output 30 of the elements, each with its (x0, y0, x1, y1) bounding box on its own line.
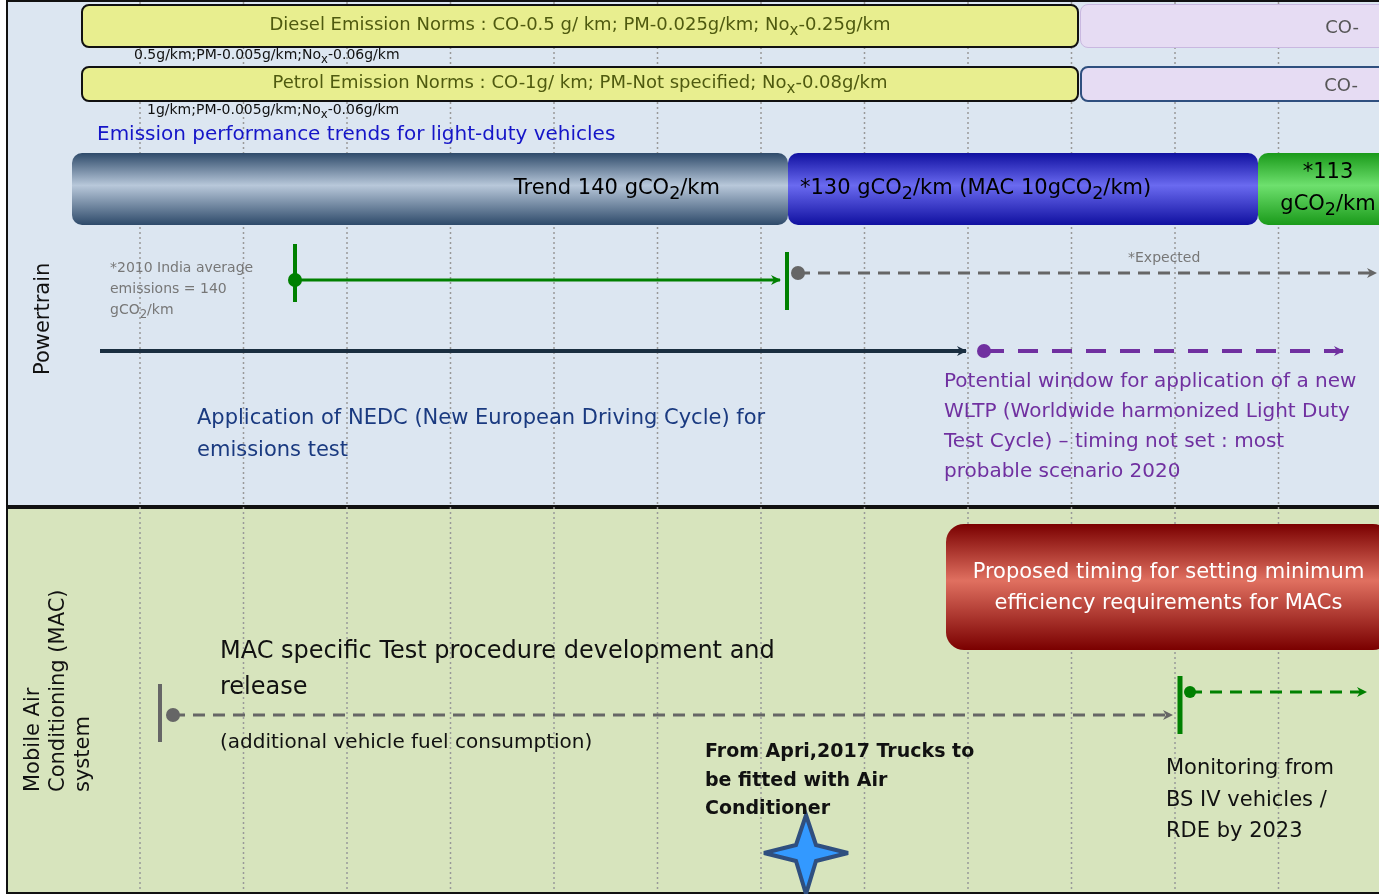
trend-value: *113 gCO$_{2}$/km (1279, 158, 1377, 221)
norms-box (81, 4, 1079, 48)
milestone-text: Monitoring from BS IV vehicles / RDE by 2023 (1166, 754, 1335, 844)
norms-box (1080, 4, 1379, 48)
trend-value: *130 gCO$_{2}$/km (MAC 10gCO$_{2}$/km) (800, 173, 1152, 205)
swimlane-band (6, 0, 1379, 507)
trend-bar (1258, 153, 1379, 225)
target-box (946, 524, 1379, 650)
note-text: *Expected (1128, 248, 1202, 267)
norms-text: Petrol Emission Norms : CO-1g/ km; PM-Not specified; No$_{x}$-0.08g/km (272, 70, 888, 100)
note-text: *2010 India average emissions = 140 gCO$_{2}$/km (110, 258, 255, 323)
milestone-text: MAC specific Test procedure development and release (220, 635, 776, 702)
trend-value: Trend 140 gCO$_{2}$/km (513, 173, 720, 205)
norms-text: CO- (1324, 72, 1358, 97)
norms-text: 0.5g/km;PM-0.005g/km;No$_{x}$-0.06g/km (134, 46, 401, 67)
milestone-text: Application of NEDC (New European Driving Cycle) for emissions test (197, 404, 767, 463)
trend-bar (72, 153, 788, 225)
section-heading: Emission performance trends for light-duty vehicles (97, 120, 617, 147)
norms-text: 1g/km;PM-0.005g/km;No$_{x}$-0.06g/km (147, 101, 401, 121)
milestone-text: Potential window for application of a new WLTP (Worldwide harmonized Light Duty Test Cycle) – timing not set : most probable scenario 2020 (944, 367, 1358, 484)
norms-box (1080, 66, 1379, 102)
norms-text: CO- (1325, 14, 1359, 39)
swimlane-band (6, 507, 1379, 894)
norms-box (81, 66, 1079, 102)
trend-bar (788, 153, 1258, 225)
lane-title: Powertrain (30, 261, 55, 375)
lane-title: Mobile Air Conditioning (MAC) system (20, 588, 96, 792)
milestone-text: From Apri,2017 Trucks to be fitted with Air Conditioner (705, 738, 975, 820)
target-text: Proposed timing for setting minimum efficiency requirements for MACs (971, 557, 1366, 616)
norms-text: Diesel Emission Norms : CO-0.5 g/ km; PM-0.025g/km; No$_{x}$-0.25g/km (269, 12, 891, 42)
